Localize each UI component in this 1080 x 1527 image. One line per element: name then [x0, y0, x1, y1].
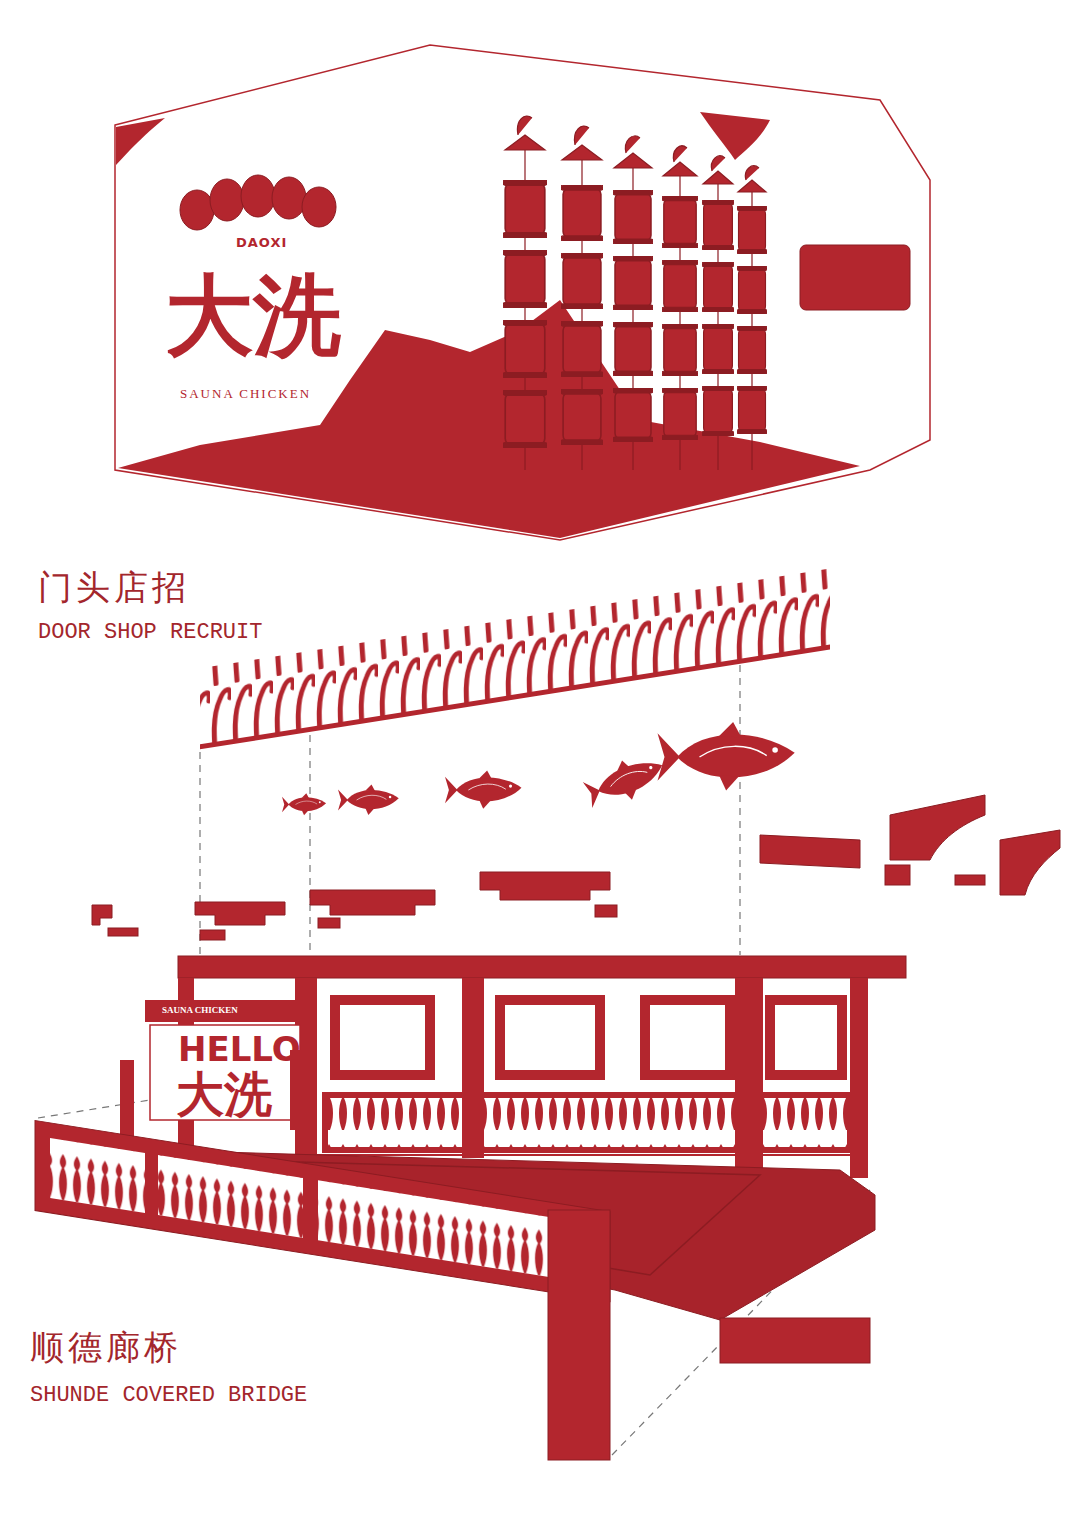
brand-name: 大洗 [165, 272, 341, 360]
bridge [50, 1138, 145, 1213]
sign-text: HELLO [178, 1032, 301, 1066]
lantern-grid [613, 388, 653, 442]
lantern-grid [561, 253, 603, 309]
bridge [335, 1000, 430, 1075]
lantern-grid [561, 389, 603, 445]
brackets [595, 905, 617, 917]
bridge [500, 1000, 600, 1075]
lantern-grid [503, 116, 767, 470]
section-heading: 顺德廊桥 [30, 1330, 182, 1364]
section-subheading: SHUNDE COVERED BRIDGE [30, 1385, 307, 1407]
lantern-grid [613, 322, 653, 376]
bridge [120, 1060, 134, 1140]
lantern-grid [702, 386, 734, 436]
lantern-grid [702, 324, 734, 374]
brackets [310, 890, 435, 915]
lantern-grid [503, 250, 547, 308]
bridge [60, 1150, 875, 1320]
lantern-grid [613, 256, 653, 310]
bridge [325, 1095, 850, 1150]
fish [658, 722, 795, 791]
lantern-grid [561, 321, 603, 377]
brackets [318, 918, 340, 928]
fish [580, 748, 669, 813]
lantern-grid [613, 190, 653, 244]
bun-rolls [272, 177, 306, 219]
bridge [462, 978, 484, 1158]
lantern-grid [503, 320, 547, 378]
bun-rolls [241, 175, 275, 217]
lantern-grid [737, 386, 767, 434]
bridge [178, 956, 906, 978]
bridge [645, 1000, 730, 1075]
shop-front [116, 118, 165, 165]
shop-front [115, 45, 930, 540]
lantern-grid [737, 266, 767, 314]
bridge [335, 1000, 842, 1075]
bun-rolls [302, 187, 336, 227]
brackets [955, 875, 985, 885]
brackets [760, 835, 860, 868]
bridge [35, 1121, 610, 1302]
brackets [885, 865, 910, 885]
lantern-grid [503, 390, 547, 448]
bridge [548, 1210, 610, 1460]
bridge [145, 1000, 300, 1022]
logo-text: DAOXI [236, 236, 287, 249]
lantern-grid [702, 262, 734, 312]
lantern-grid [503, 180, 547, 238]
lantern-grid [737, 326, 767, 374]
brackets [480, 872, 610, 900]
brackets [195, 902, 285, 925]
brackets [108, 928, 138, 936]
bridge [35, 1121, 610, 1302]
lantern-grid [737, 206, 767, 254]
brackets [1000, 830, 1060, 895]
shop-front [115, 45, 930, 540]
lantern-grid [662, 260, 698, 312]
lantern-grid [562, 126, 602, 160]
fish [445, 771, 521, 809]
dashed-guides [309, 735, 310, 955]
roof-tiles [200, 569, 830, 750]
brackets [92, 905, 112, 925]
bun-rolls [180, 175, 336, 230]
lantern-grid [662, 324, 698, 376]
section-heading: 门头店招 [38, 570, 190, 604]
dashed-guides [739, 665, 740, 955]
bridge [720, 1318, 870, 1363]
fish [338, 785, 399, 815]
bridge [850, 978, 868, 1178]
sign-name: 大洗 [176, 1070, 272, 1118]
lantern-grid [703, 156, 733, 184]
brackets [890, 795, 985, 860]
side-panel [800, 245, 910, 310]
shop-front [700, 112, 770, 160]
lantern-grid [662, 196, 698, 248]
bridge [158, 1155, 303, 1238]
fish [282, 793, 326, 815]
fish [282, 722, 795, 815]
roof-tiles [200, 569, 830, 749]
section-subheading: DOOR SHOP RECRUIT [38, 622, 262, 644]
lantern-grid [738, 166, 766, 192]
brand-subtitle: SAUNA CHICKEN [180, 387, 311, 400]
lantern-grid [662, 388, 698, 440]
brackets [92, 795, 1060, 940]
bridge [735, 978, 763, 1178]
bun-rolls [180, 190, 214, 230]
dashed-guides [199, 752, 200, 955]
brackets [200, 930, 225, 940]
lantern-grid [614, 136, 652, 168]
lantern-grid [505, 116, 545, 150]
lantern-grid [561, 185, 603, 241]
lantern-grid [663, 146, 697, 176]
bridge [770, 1000, 842, 1075]
lintel-text: SAUNA CHICKEN [162, 1006, 238, 1015]
bun-rolls [210, 179, 244, 221]
bridge [150, 1025, 300, 1120]
lantern-grid [702, 200, 734, 250]
